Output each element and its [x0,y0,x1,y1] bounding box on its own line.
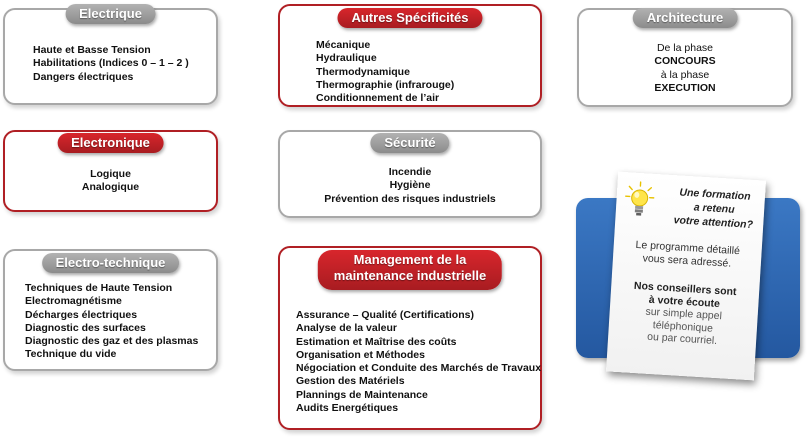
box-autres-specificites-list: Mécanique Hydraulique Thermodynamique Th… [316,39,454,105]
list-item: Assurance – Qualité (Certifications) [296,309,474,321]
contact-note: Une formation a retenu votre attention? … [606,171,766,381]
box-electro-technique-list: Techniques de Haute Tension Electromagné… [25,282,198,362]
box-architecture-title: Architecture [632,8,738,28]
box-securite-title: Sécurité [370,133,450,153]
list-item: Techniques de Haute Tension [25,282,173,294]
list-item: Thermographie (infrarouge) [316,78,455,91]
architecture-line: De la phase [656,42,714,54]
architecture-line: EXECUTION [654,81,716,94]
list-item: Habilitations (Indices 0 – 1 – 2 ) [33,57,189,70]
list-item: Electromagnétisme [25,295,122,308]
list-item: Hygiène [389,179,431,192]
list-item: Haute et Basse Tension [33,44,151,56]
list-item: Hydraulique [316,52,377,65]
list-item: Analogique [81,181,140,194]
box-management-title-line: Management de la [353,252,467,267]
list-item: Diagnostic des surfaces [25,321,146,334]
list-item: Organisation et Méthodes [296,348,425,361]
architecture-line: CONCOURS [654,55,716,68]
box-electronique: Electronique Logique Analogique [3,130,218,212]
box-electrique-list: Haute et Basse Tension Habilitations (In… [33,44,189,84]
box-securite-list: Incendie Hygiène Prévention des risques … [280,166,540,206]
list-item: Technique du vide [25,348,117,361]
box-autres-specificites: Autres Spécificités Mécanique Hydrauliqu… [278,4,542,107]
list-item: Logique [90,168,131,180]
box-management-list: Assurance – Qualité (Certifications) Ana… [296,309,541,415]
list-item: Plannings de Maintenance [296,388,428,401]
box-management-title: Management de la maintenance industriell… [317,250,503,290]
box-electro-technique-title: Electro-technique [41,253,180,273]
list-item: Négociation et Conduite des Marchés de T… [296,362,542,375]
box-securite: Sécurité Incendie Hygiène Prévention des… [278,130,542,218]
box-management-title-line: maintenance industrielle [333,268,487,283]
architecture-line: à la phase [660,68,710,81]
lightbulb-icon [625,181,655,216]
list-item: Décharges électriques [25,308,138,321]
list-item: Dangers électriques [33,70,134,83]
list-item: Conditionnement de l’air [316,92,440,105]
box-electro-technique: Electro-technique Techniques de Haute Te… [3,249,218,371]
list-item: Prévention des risques industriels [324,192,496,205]
list-item: Estimation et Maîtrise des coûts [296,335,457,348]
architecture-text: De la phase CONCOURS à la phase EXECUTIO… [579,42,791,95]
box-electrique-title: Electrique [65,4,156,24]
note-conseillers: Nos conseillers sont à votre écoute sur … [612,279,756,350]
list-item: Incendie [388,166,432,178]
box-electrique: Electrique Haute et Basse Tension Habili… [3,4,218,105]
note-question: Une formation a retenu votre attention? [663,185,765,233]
box-electronique-list: Logique Analogique [5,168,216,195]
note-programme: Le programme détaillé vous sera adressé. [617,238,758,272]
list-item: Diagnostic des gaz et des plasmas [25,335,199,348]
list-item: Audits Energétiques [296,402,399,415]
list-item: Thermodynamique [316,65,410,78]
list-item: Gestion des Matériels [296,375,405,388]
list-item: Mécanique [316,39,371,51]
box-electronique-title: Electronique [57,133,164,153]
list-item: Analyse de la valeur [296,322,397,335]
box-management: Management de la maintenance industriell… [278,246,542,430]
box-autres-specificites-title: Autres Spécificités [337,8,483,28]
box-architecture: Architecture De la phase CONCOURS à la p… [577,8,793,107]
